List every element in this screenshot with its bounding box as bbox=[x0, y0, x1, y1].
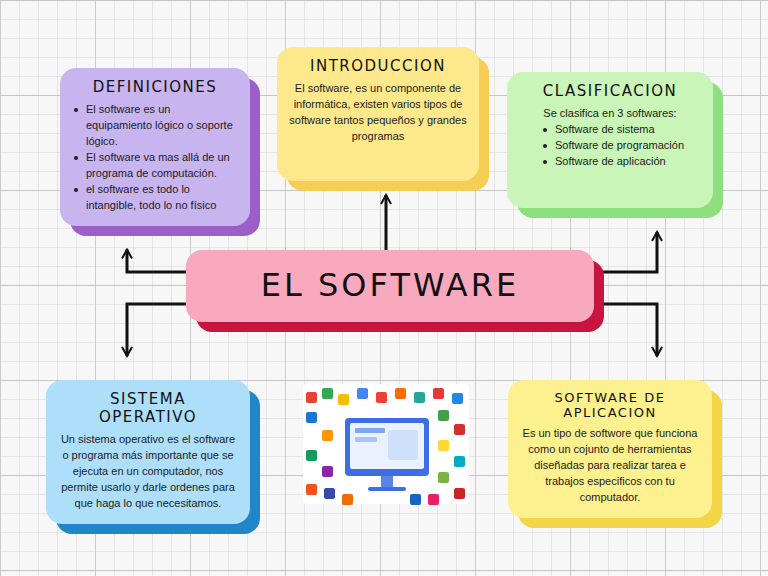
bullet-text: el software es todo lo intangible, todo … bbox=[72, 182, 238, 214]
app-icon bbox=[438, 410, 449, 421]
box-heading: CLASIFICACION bbox=[519, 82, 701, 100]
bullet-dot bbox=[543, 160, 547, 164]
illustration-ground bbox=[303, 384, 469, 504]
monitor-stand bbox=[381, 476, 393, 488]
arrow-connector bbox=[594, 304, 657, 356]
box-body-text: Un sistema operativo es el software o pr… bbox=[58, 432, 238, 512]
box-body-text: El software, es un componente de informá… bbox=[289, 81, 467, 145]
bullet-dot bbox=[543, 144, 547, 148]
app-icon bbox=[322, 388, 333, 399]
app-icon bbox=[357, 388, 368, 399]
app-icon bbox=[306, 450, 317, 461]
bullet-text: Software de sistema bbox=[541, 122, 701, 138]
bullet-dot bbox=[74, 156, 78, 160]
bullet-dot bbox=[74, 188, 78, 192]
bullet-text: Software de programación bbox=[541, 138, 701, 154]
app-icon bbox=[438, 472, 449, 483]
screen-panel bbox=[388, 430, 418, 460]
app-icon bbox=[414, 392, 425, 403]
app-icon bbox=[452, 393, 463, 404]
monitor-frame bbox=[345, 418, 429, 476]
screen-bar bbox=[355, 428, 385, 433]
app-icon bbox=[438, 440, 449, 451]
classification-box: CLASIFICACION Se clasifica en 3 softwares… bbox=[507, 72, 713, 208]
app-icon bbox=[322, 430, 333, 441]
app-icon bbox=[306, 392, 317, 403]
box-heading: INTRODUCCION bbox=[289, 57, 467, 75]
bullet-text: Software de aplicación bbox=[541, 154, 701, 170]
app-icon bbox=[322, 466, 333, 477]
app-icon bbox=[433, 388, 444, 399]
monitor-screen bbox=[350, 423, 424, 469]
arrow-connector bbox=[127, 250, 186, 272]
app-icon bbox=[324, 488, 335, 499]
box-body-text: Es un tipo de softwore que funciona como… bbox=[520, 426, 700, 506]
screen-bar bbox=[355, 437, 377, 442]
intro-box: INTRODUCCION El software, es un component… bbox=[277, 47, 479, 181]
box-heading: SOFTWARE DE APLICACION bbox=[520, 390, 700, 420]
arrow-connector bbox=[127, 304, 186, 356]
app-icon bbox=[306, 484, 317, 495]
box-heading: DEFINICIONES bbox=[72, 78, 238, 96]
application-box: SOFTWARE DE APLICACION Es un tipo de soft… bbox=[508, 380, 712, 518]
bullet-dot bbox=[74, 108, 78, 112]
central-topic-box: EL SOFTWARE bbox=[186, 250, 594, 322]
os-box: SISTEMA OPERATIVO Un sistema operativo es… bbox=[46, 380, 250, 524]
bullet-dot bbox=[543, 128, 547, 132]
app-icon bbox=[338, 394, 349, 405]
monitor-base bbox=[368, 487, 406, 491]
box-body-text: Se clasifica en 3 softwares: bbox=[519, 106, 701, 122]
app-icons bbox=[306, 388, 465, 505]
app-icon bbox=[306, 412, 317, 423]
arrow-connector bbox=[385, 195, 388, 250]
arrow-connector bbox=[594, 232, 657, 272]
app-icon bbox=[395, 388, 406, 399]
app-icon bbox=[454, 488, 465, 499]
app-icon bbox=[454, 456, 465, 467]
bullet-text: El software es un equipamiento lógico o … bbox=[72, 102, 238, 150]
app-icon bbox=[342, 494, 353, 505]
app-icon bbox=[376, 392, 387, 403]
box-heading: SISTEMA OPERATIVO bbox=[58, 390, 238, 426]
app-icon bbox=[428, 494, 439, 505]
app-icon bbox=[454, 424, 465, 435]
box-heading: EL SOFTWARE bbox=[261, 266, 519, 304]
app-icon bbox=[410, 494, 421, 505]
bullet-text: El software va mas allá de un programa d… bbox=[72, 150, 238, 182]
definition-box: DEFINICIONES El software es un equipamien… bbox=[60, 68, 250, 226]
